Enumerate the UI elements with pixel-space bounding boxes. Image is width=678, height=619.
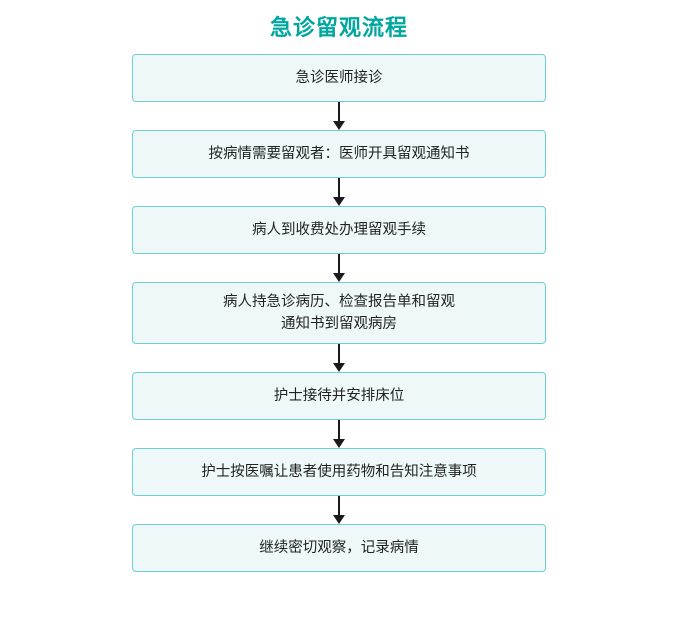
flow-node-1-wrap: 急诊医师接诊 [0, 54, 678, 102]
flow-arrow-4 [0, 344, 678, 372]
flow-node-3-label: 病人到收费处办理留观手续 [252, 221, 426, 238]
arrow-down-icon [332, 102, 346, 130]
flow-node-1[interactable]: 急诊医师接诊 [132, 54, 546, 102]
flow-node-6-wrap: 护士按医嘱让患者使用药物和告知注意事项 [0, 448, 678, 496]
flow-node-5-wrap: 护士接待并安排床位 [0, 372, 678, 420]
flow-node-4-label-line2: 通知书到留观病房 [281, 316, 397, 332]
page-title: 急诊留观流程 [269, 16, 408, 41]
flow-node-5-label: 护士接待并安排床位 [273, 387, 405, 404]
flow-node-6[interactable]: 护士按医嘱让患者使用药物和告知注意事项 [132, 448, 546, 496]
flow-node-4[interactable]: 病人持急诊病历、检查报告单和留观 通知书到留观病房 [132, 282, 546, 344]
flow-node-7-wrap: 继续密切观察，记录病情 [0, 524, 678, 572]
flow-diagram: 急诊医师接诊 按病情需要留观者：医师开具留观通知书 病人到收费处办理留观手续 [0, 40, 678, 572]
flow-arrow-6 [0, 496, 678, 524]
flow-arrow-3 [0, 254, 678, 282]
flow-node-2[interactable]: 按病情需要留观者：医师开具留观通知书 [132, 130, 546, 178]
flow-node-7[interactable]: 继续密切观察，记录病情 [132, 524, 546, 572]
flow-arrow-1 [0, 102, 678, 130]
flow-arrow-5 [0, 420, 678, 448]
flow-node-4-wrap: 病人持急诊病历、检查报告单和留观 通知书到留观病房 [0, 282, 678, 344]
arrow-down-icon [332, 254, 346, 282]
flow-node-2-label: 按病情需要留观者：医师开具留观通知书 [208, 145, 470, 162]
arrow-down-icon [332, 344, 346, 372]
arrow-down-icon [332, 496, 346, 524]
flow-node-3[interactable]: 病人到收费处办理留观手续 [132, 206, 546, 254]
flow-node-5[interactable]: 护士接待并安排床位 [132, 372, 546, 420]
arrow-down-icon [332, 420, 346, 448]
flow-node-1-label: 急诊医师接诊 [295, 69, 383, 86]
flow-node-6-label: 护士按医嘱让患者使用药物和告知注意事项 [201, 463, 477, 480]
flow-node-2-wrap: 按病情需要留观者：医师开具留观通知书 [0, 130, 678, 178]
flow-node-4-label-line1: 病人持急诊病历、检查报告单和留观 [223, 293, 455, 310]
flow-node-3-wrap: 病人到收费处办理留观手续 [0, 206, 678, 254]
flow-arrow-2 [0, 178, 678, 206]
flow-node-7-label: 继续密切观察，记录病情 [259, 539, 419, 556]
arrow-down-icon [332, 178, 346, 206]
